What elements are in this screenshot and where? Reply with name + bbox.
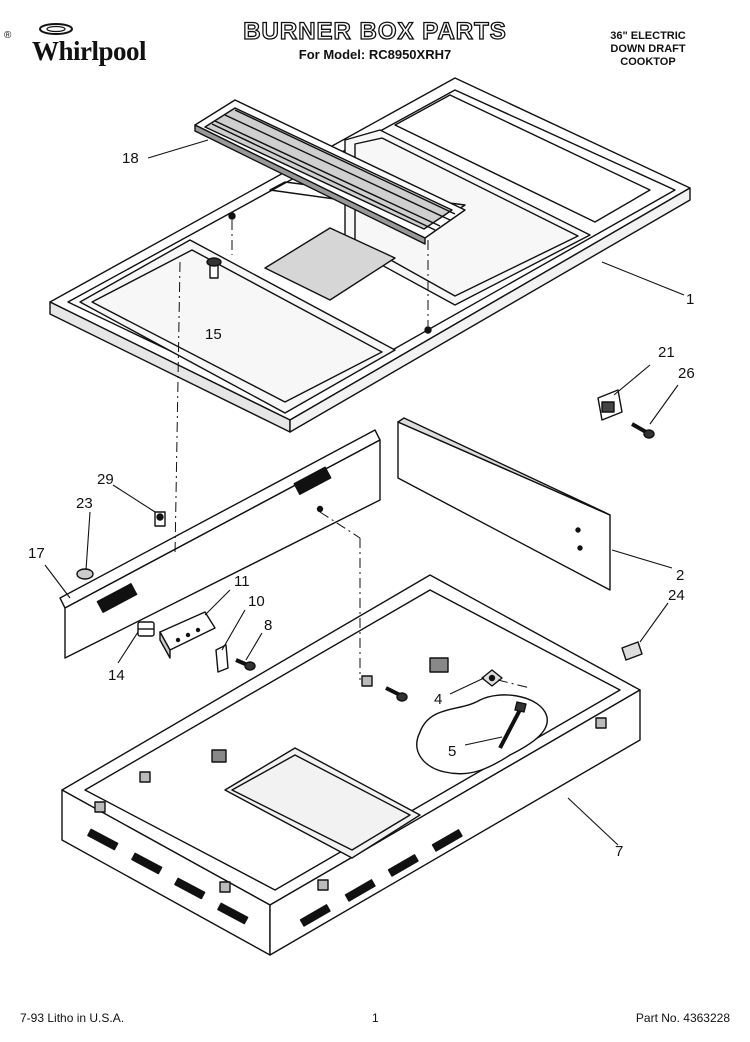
model-subtitle: For Model: RC8950XRH7 bbox=[298, 47, 452, 62]
callout-10: 10 bbox=[248, 593, 265, 610]
clip-14 bbox=[137, 621, 155, 637]
registered-mark: ® bbox=[4, 30, 12, 41]
footer-part-number: Part No. 4363228 bbox=[635, 1011, 730, 1025]
product-line-3: COOKTOP bbox=[620, 56, 676, 68]
product-line-1: 36" ELECTRIC bbox=[610, 30, 686, 42]
callout-5: 5 bbox=[448, 743, 456, 760]
whirlpool-logo-swoosh-icon bbox=[39, 23, 73, 35]
leader-lines bbox=[44, 139, 685, 846]
callout-17: 17 bbox=[28, 545, 45, 562]
cooktop-top-frame bbox=[49, 77, 691, 433]
clip-29 bbox=[154, 511, 166, 527]
callout-11: 11 bbox=[234, 573, 250, 590]
insulation-pad-5 bbox=[416, 694, 548, 775]
rear-panel bbox=[397, 417, 611, 591]
callout-29: 29 bbox=[97, 471, 114, 488]
product-line-2: DOWN DRAFT bbox=[610, 43, 686, 55]
callout-21: 21 bbox=[658, 344, 675, 361]
alignment-lines bbox=[174, 220, 531, 689]
bracket-10 bbox=[215, 644, 229, 673]
screw-26 bbox=[631, 422, 655, 439]
screw-8 bbox=[235, 658, 256, 671]
callout-1: 1 bbox=[686, 291, 694, 308]
nut-4 bbox=[481, 669, 503, 687]
callout-2: 2 bbox=[676, 567, 684, 584]
callout-23: 23 bbox=[76, 495, 93, 512]
callout-4: 4 bbox=[434, 691, 442, 708]
callout-7: 7 bbox=[615, 843, 623, 860]
screw-box bbox=[385, 686, 408, 702]
callout-14: 14 bbox=[108, 667, 125, 684]
screw-15 bbox=[206, 257, 222, 279]
spring-nut-23 bbox=[76, 568, 94, 580]
bolt-5 bbox=[498, 701, 527, 749]
callout-26: 26 bbox=[678, 365, 695, 382]
clip-24 bbox=[621, 641, 643, 661]
callout-24: 24 bbox=[668, 587, 685, 604]
callout-15: 15 bbox=[205, 326, 222, 343]
footer-page-number: 1 bbox=[372, 1011, 379, 1025]
whirlpool-logo: Whirlpool bbox=[32, 36, 147, 66]
control-panel-bracket bbox=[59, 429, 381, 659]
callout-8: 8 bbox=[264, 617, 272, 634]
page-title: BURNER BOX PARTS bbox=[243, 17, 507, 45]
terminal-block-11 bbox=[159, 611, 216, 659]
callout-18: 18 bbox=[122, 150, 139, 167]
footer-date-litho: 7-93 Litho in U.S.A. bbox=[20, 1011, 125, 1025]
switch-bracket bbox=[597, 389, 623, 421]
burner-box bbox=[61, 574, 641, 956]
vent-grille bbox=[194, 99, 466, 245]
